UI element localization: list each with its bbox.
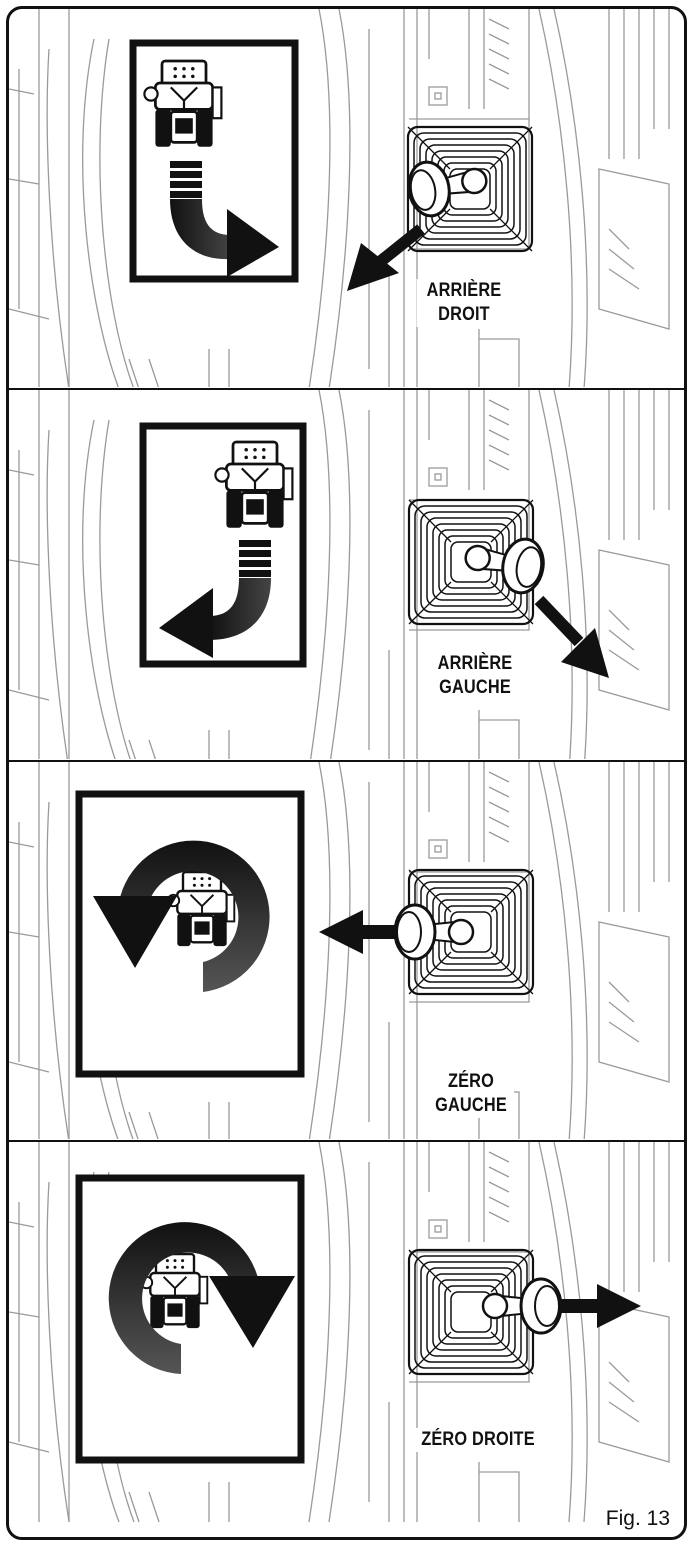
direction-label-line2: GAUCHE	[428, 1094, 514, 1118]
joystick-knob	[483, 1279, 561, 1333]
panel-reverse-right: ARRIÈRE DROIT	[9, 9, 684, 387]
direction-label-line1: ARRIÈRE	[427, 652, 523, 676]
joystick-direction-arrow-icon	[347, 229, 421, 291]
panel-illustration	[9, 9, 684, 387]
panel-illustration	[9, 390, 684, 759]
joystick-knob	[461, 529, 547, 596]
direction-label-line1: ZÉRO DROITE	[414, 1428, 543, 1452]
figure-frame: ARRIÈRE DROIT ARRIÈR	[6, 6, 687, 1540]
direction-label-line1: ARRIÈRE	[417, 279, 512, 303]
panel-illustration	[9, 1142, 684, 1537]
joystick-knob	[395, 905, 473, 959]
joystick-direction-arrow-icon	[561, 1284, 641, 1328]
panel-illustration	[9, 762, 684, 1139]
direction-label-line1: ZÉRO	[428, 1070, 514, 1094]
direction-label-line2: GAUCHE	[427, 676, 523, 700]
direction-label: ZÉRO DROITE	[414, 1428, 543, 1452]
joystick-direction-arrow-icon	[319, 910, 395, 954]
direction-label-line2: DROIT	[417, 303, 512, 327]
direction-label: ARRIÈRE GAUCHE	[427, 652, 523, 700]
panel-zero-right: ZÉRO DROITE	[9, 1142, 684, 1537]
label-spacer	[421, 832, 422, 833]
panel-reverse-left: ARRIÈRE GAUCHE	[9, 390, 684, 759]
direction-label: ZÉRO GAUCHE	[428, 1070, 514, 1118]
figure-number: Fig. 13	[606, 1507, 670, 1531]
direction-label: ARRIÈRE DROIT	[417, 279, 512, 327]
panel-zero-left: ZÉRO GAUCHE	[9, 762, 684, 1139]
